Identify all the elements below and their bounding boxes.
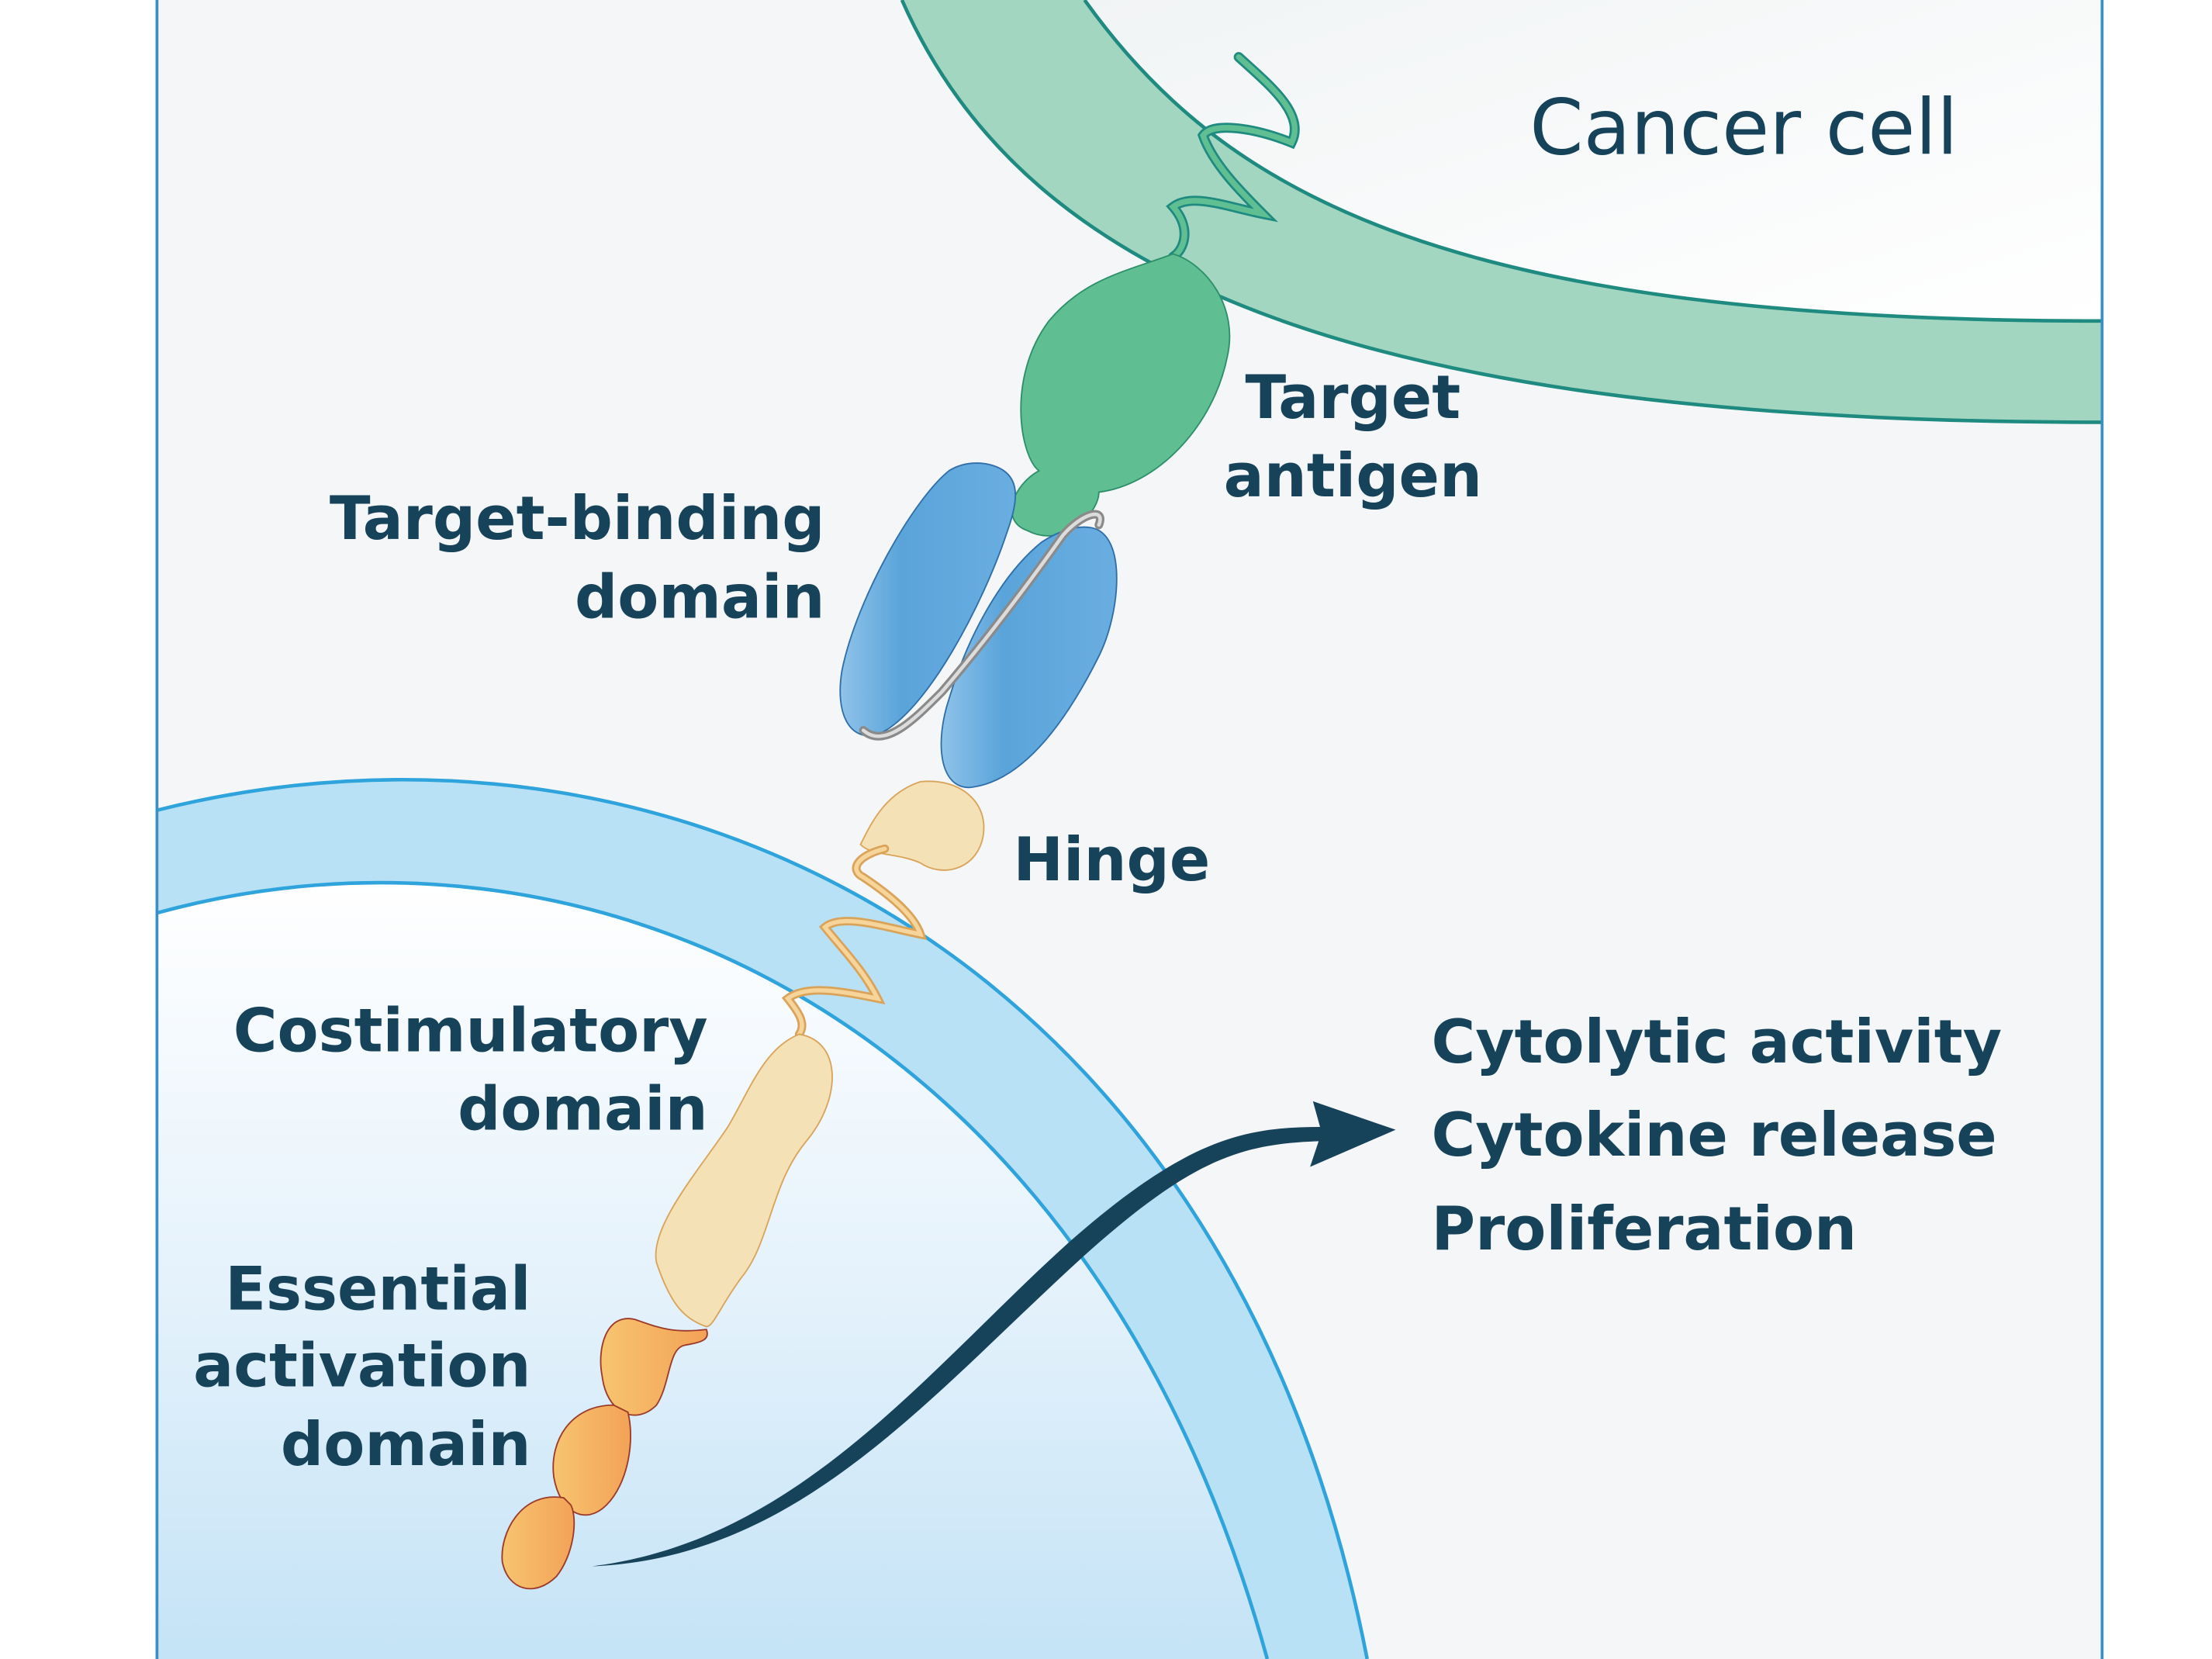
activation-itam-2 xyxy=(552,1404,631,1516)
target-antigen xyxy=(1011,52,1300,537)
activation-label-line3: domain xyxy=(281,1410,531,1480)
cancer-membrane-inner-edge xyxy=(1083,0,2103,323)
target-antigen-label-line2: antigen xyxy=(1224,441,1482,511)
target-antigen-label-line1: Target xyxy=(1245,363,1460,433)
binding-domain-light-chain xyxy=(940,526,1118,789)
costimulatory-domain-body xyxy=(655,1033,833,1328)
hinge-and-transmembrane xyxy=(655,780,985,1328)
outcome-item: Cytolytic activity xyxy=(1432,1007,2003,1077)
essential-activation-domain xyxy=(501,1318,708,1590)
binding-domain-heavy-chain xyxy=(839,462,1016,737)
hinge-label: Hinge xyxy=(1013,825,1210,895)
outcomes-list: Cytolytic activity Cytokine release Prol… xyxy=(1432,1007,2003,1264)
essential-activation-domain-label: Essential activation domain xyxy=(193,1254,531,1479)
antigen-helix-fill xyxy=(1169,54,1298,260)
t-cell-membrane-outer-edge xyxy=(156,777,1369,1659)
cancer-membrane-outer-edge xyxy=(900,0,2103,424)
activation-label-line1: Essential xyxy=(225,1254,531,1324)
activation-label-line2: activation xyxy=(193,1332,531,1402)
target-antigen-label: Target antigen xyxy=(1224,363,1482,511)
scfv-linker-highlight xyxy=(861,512,1102,738)
target-binding-domain-label: Target-binding domain xyxy=(330,484,825,632)
outcome-item: Proliferation xyxy=(1432,1194,1858,1264)
outcome-item: Cytokine release xyxy=(1432,1101,1997,1170)
costimulatory-label-line2: domain xyxy=(458,1075,708,1145)
antigen-globular-body xyxy=(1011,253,1231,537)
target-binding-domain xyxy=(839,462,1118,789)
costimulatory-label-line1: Costimulatory xyxy=(233,997,708,1066)
cancer-cell-membrane xyxy=(901,0,2103,423)
signaling-arrow xyxy=(592,1101,1396,1567)
hinge-body xyxy=(859,780,985,871)
costimulatory-domain-label: Costimulatory domain xyxy=(233,997,708,1145)
target-binding-label-line2: domain xyxy=(575,562,825,632)
cancer-cell-interior xyxy=(1084,0,2103,321)
target-binding-label-line1: Target-binding xyxy=(330,484,825,554)
transmembrane-helix-fill xyxy=(784,846,924,1037)
cancer-cell-label: Cancer cell xyxy=(1529,84,1958,173)
activation-itam-3 xyxy=(501,1496,575,1590)
